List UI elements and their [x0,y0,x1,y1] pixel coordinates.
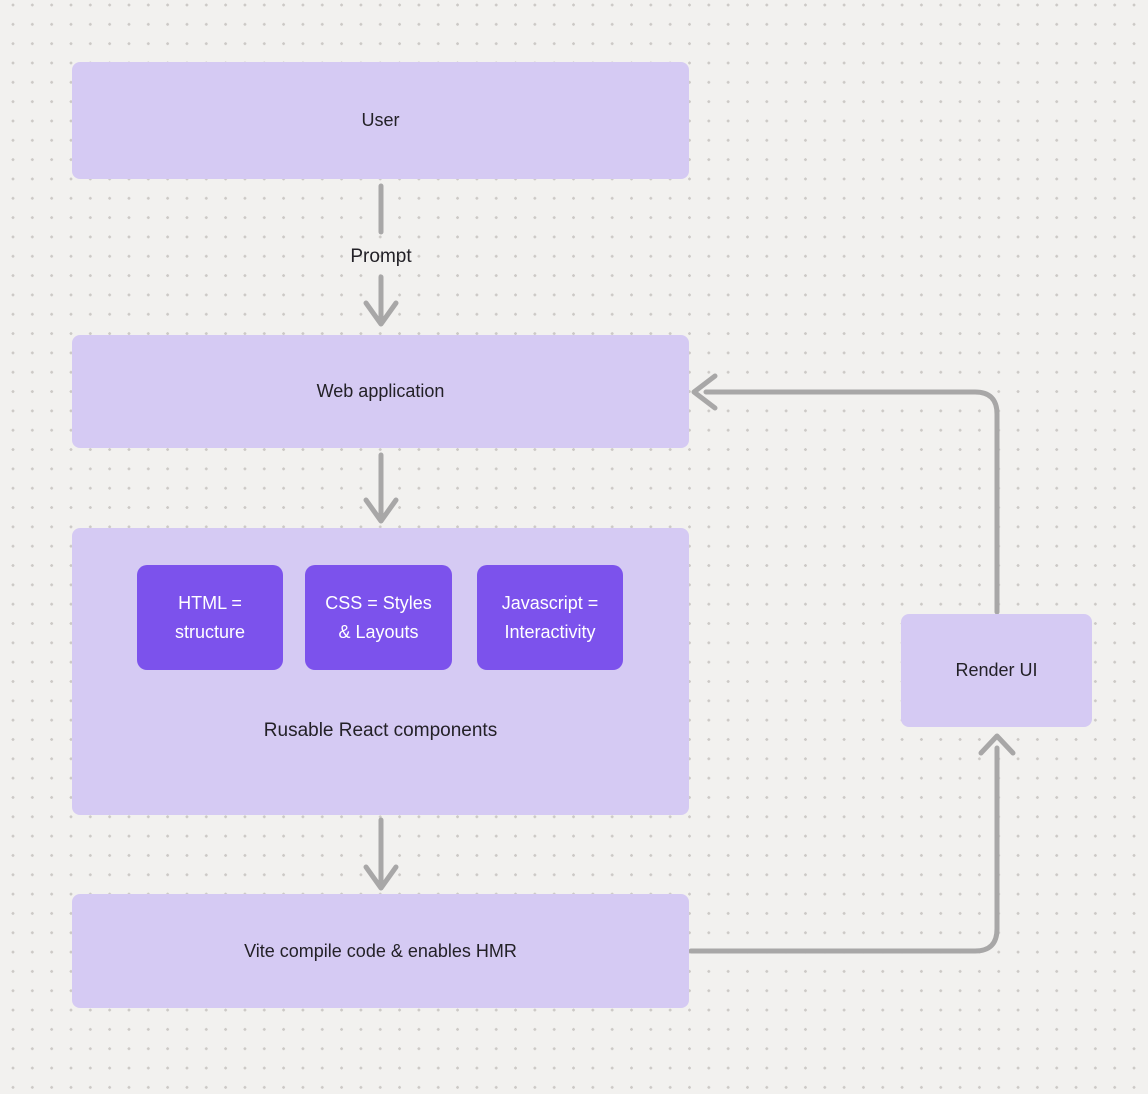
node-web-application[interactable]: Web application [72,335,689,448]
node-render-ui[interactable]: Render UI [901,614,1092,727]
arrowhead-down-icon [363,497,399,524]
node-web-application-label: Web application [316,381,445,401]
arrowhead-down-icon [363,300,399,327]
node-css-styles[interactable]: CSS = Styles & Layouts [305,565,452,670]
node-html-structure[interactable]: HTML = structure [137,565,283,670]
node-render-ui-label: Render UI [955,660,1038,680]
edge-label-prompt: Prompt [350,246,412,267]
node-user-label: User [361,110,400,130]
node-javascript-interactivity[interactable]: Javascript = Interactivity [477,565,623,670]
edge-renderui-to-webapp[interactable] [691,373,1000,615]
node-vite-label: Vite compile code & enables HMR [244,940,517,961]
edge-components-to-vite[interactable] [363,817,399,891]
node-html-line2: structure [174,621,246,642]
edge-webapp-to-components[interactable] [363,452,399,524]
components-group-caption: Rusable React components [263,720,498,741]
arrowhead-up-icon [978,733,1016,756]
node-vite-compile[interactable]: Vite compile code & enables HMR [72,894,689,1008]
node-user[interactable]: User [72,62,689,179]
node-js-line1: Javascript = [501,592,599,613]
node-html-line1: HTML = [178,592,242,613]
edge-vite-to-renderui[interactable] [688,733,1016,954]
node-components-group[interactable]: HTML = structure CSS = Styles & Layouts … [72,528,689,815]
node-js-line2: Interactivity [504,621,596,642]
node-css-line2: & Layouts [338,621,419,642]
arrowhead-left-icon [691,373,718,411]
arrowhead-down-icon [363,864,399,891]
node-css-line1: CSS = Styles [325,592,432,613]
